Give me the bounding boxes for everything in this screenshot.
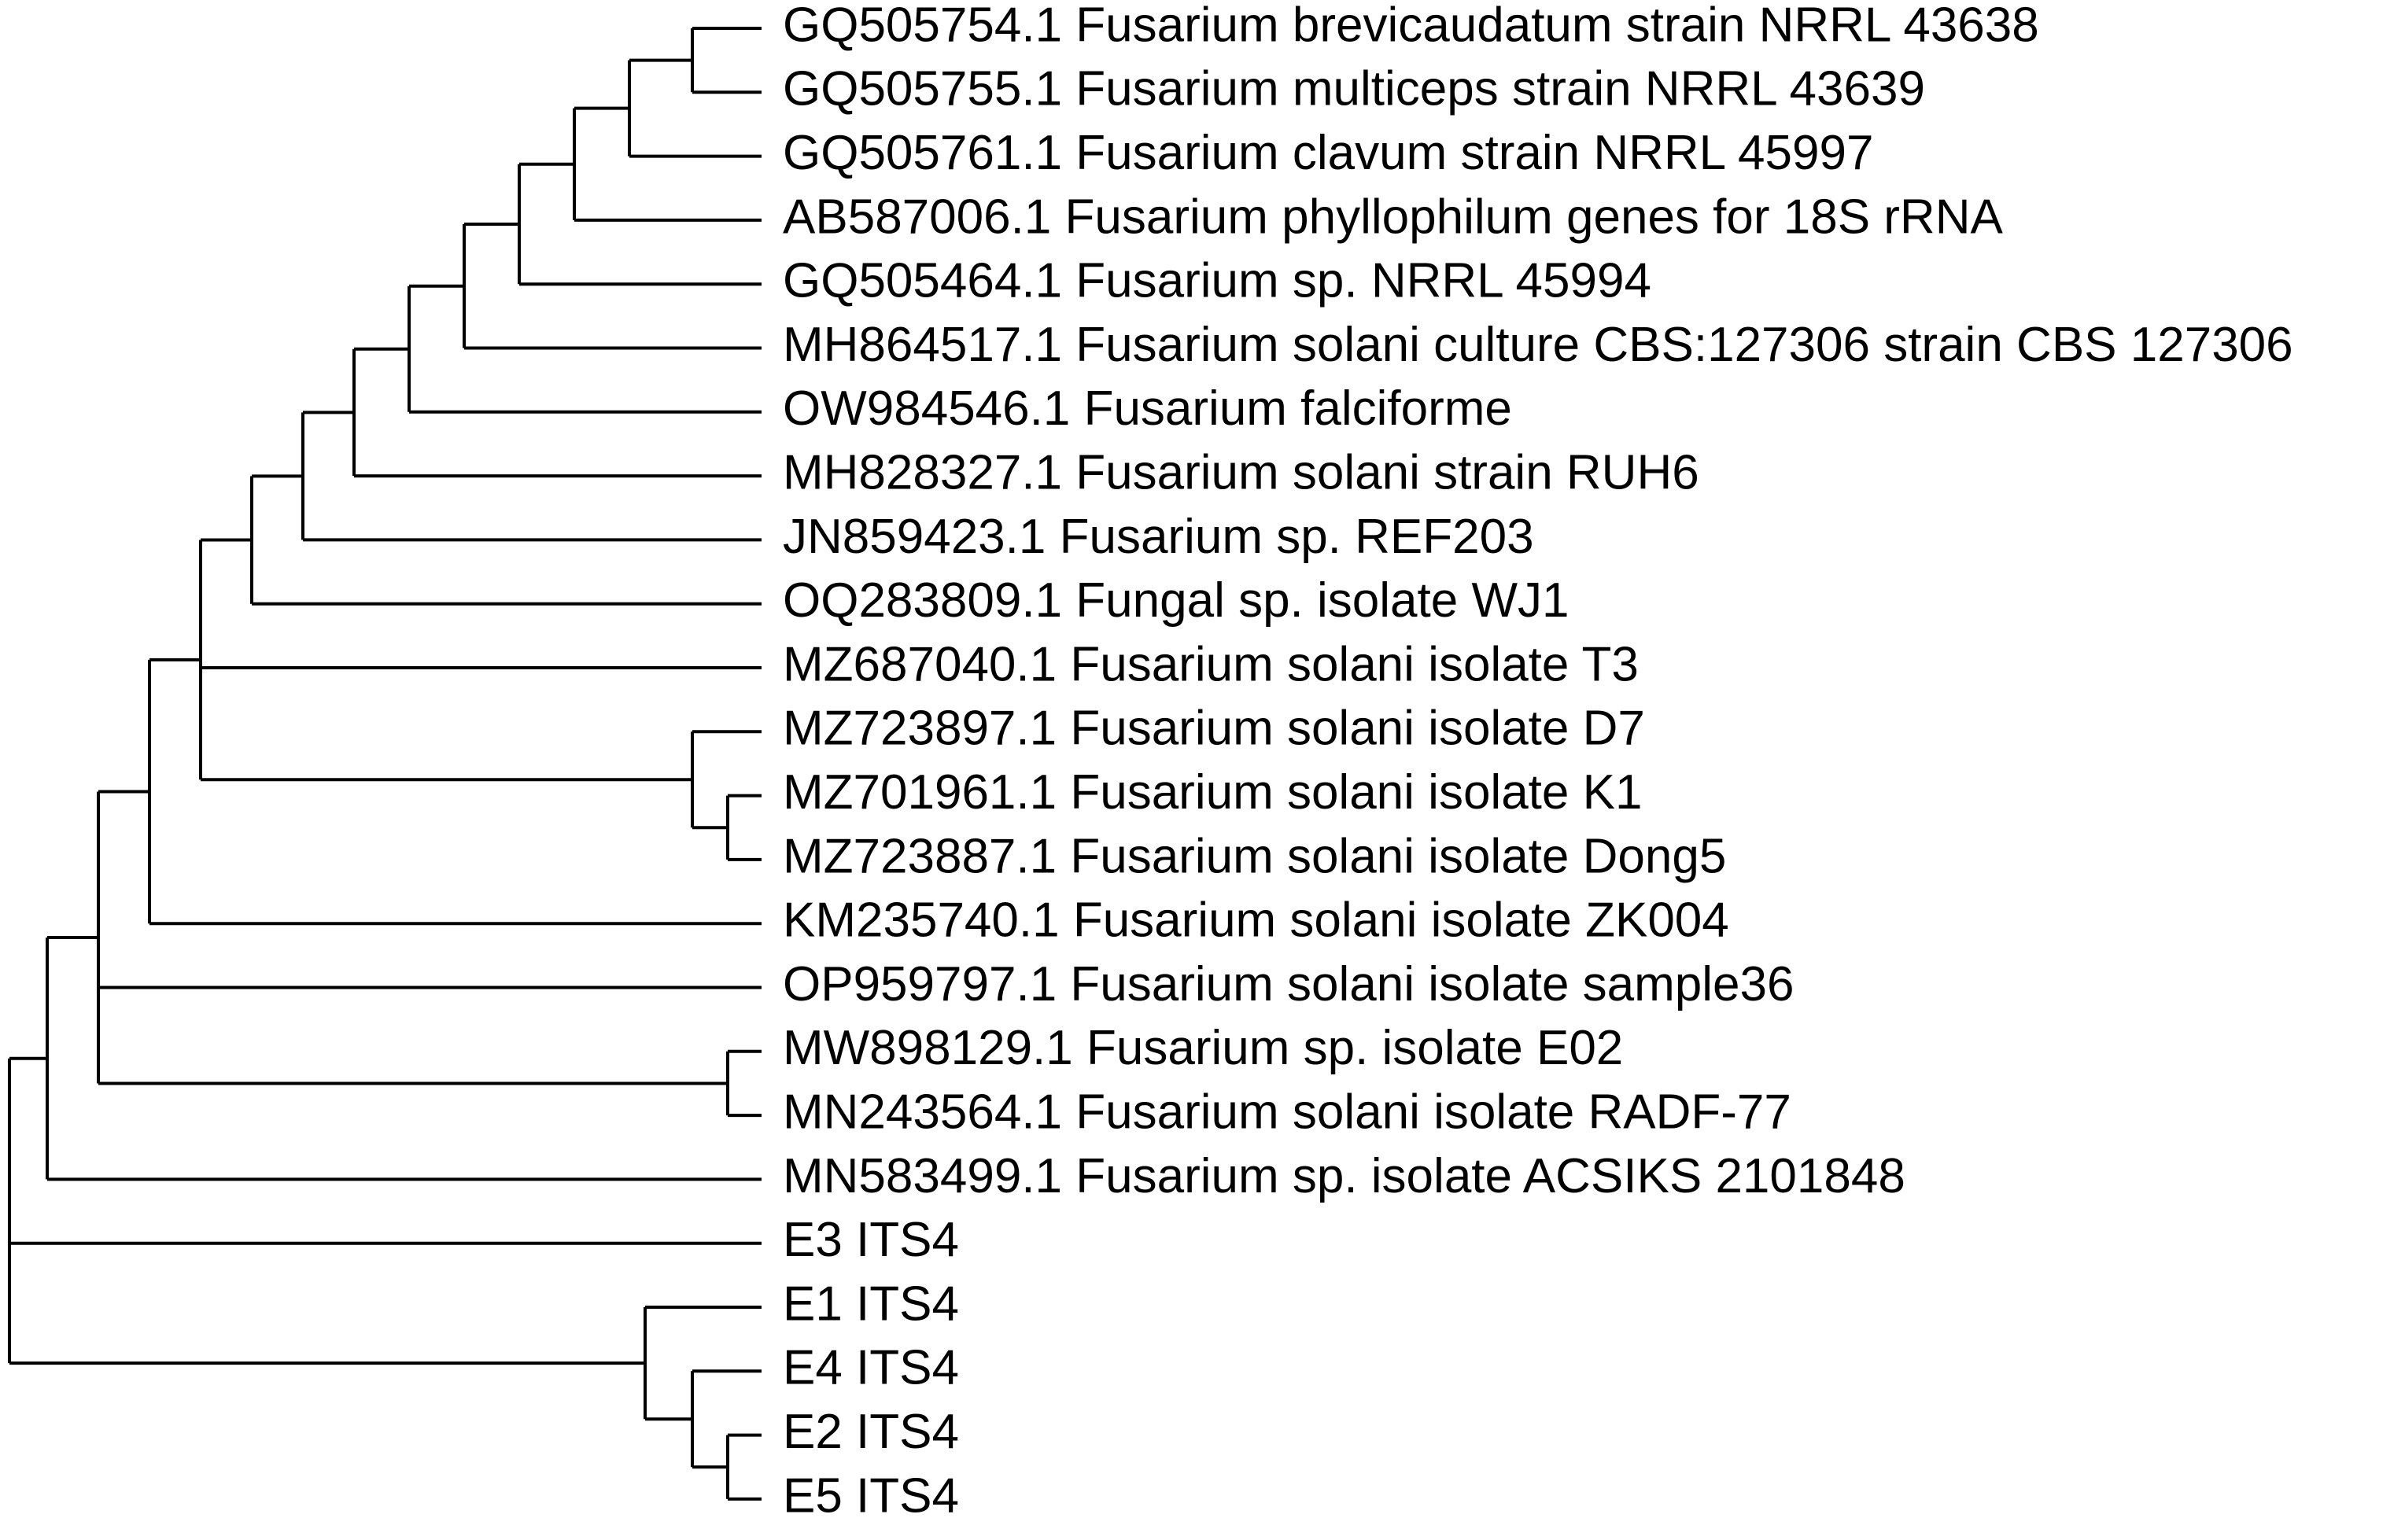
taxon-label: E5 ITS4 [783, 1468, 959, 1523]
taxon-label: JN859423.1 Fusarium sp. REF203 [783, 510, 1534, 564]
taxon-label: E4 ITS4 [783, 1341, 959, 1395]
taxon-label: MN243564.1 Fusarium solani isolate RADF-… [783, 1085, 1791, 1139]
taxon-label: AB587006.1 Fusarium phyllophilum genes f… [783, 190, 2003, 244]
taxon-label: OP959797.1 Fusarium solani isolate sampl… [783, 957, 1795, 1011]
taxon-label: GQ505755.1 Fusarium multiceps strain NRR… [783, 62, 1925, 116]
taxon-label: OW984546.1 Fusarium falciforme [783, 381, 1512, 436]
taxon-label-layer: GQ505754.1 Fusarium brevicaudatum strain… [783, 0, 2293, 1523]
taxon-label: MH864517.1 Fusarium solani culture CBS:1… [783, 318, 2293, 372]
taxon-label: MZ701961.1 Fusarium solani isolate K1 [783, 765, 1642, 820]
taxon-label: MH828327.1 Fusarium solani strain RUH6 [783, 445, 1699, 499]
taxon-label: GQ505464.1 Fusarium sp. NRRL 45994 [783, 254, 1651, 308]
branch-layer [8, 27, 762, 1501]
taxon-label: MN583499.1 Fusarium sp. isolate ACSIKS 2… [783, 1149, 1905, 1203]
taxon-label: GQ505754.1 Fusarium brevicaudatum strain… [783, 0, 2039, 52]
taxon-label: MZ687040.1 Fusarium solani isolate T3 [783, 637, 1639, 691]
taxon-label: MZ723897.1 Fusarium solani isolate D7 [783, 702, 1645, 756]
taxon-label: E3 ITS4 [783, 1213, 959, 1267]
taxon-label: MZ723887.1 Fusarium solani isolate Dong5 [783, 829, 1726, 883]
taxon-label: E2 ITS4 [783, 1405, 959, 1459]
taxon-label: KM235740.1 Fusarium solani isolate ZK004 [783, 893, 1729, 948]
taxon-label: MW898129.1 Fusarium sp. isolate E02 [783, 1021, 1623, 1075]
taxon-label: E1 ITS4 [783, 1277, 959, 1331]
taxon-label: OQ283809.1 Fungal sp. isolate WJ1 [783, 573, 1569, 628]
taxon-label: GQ505761.1 Fusarium clavum strain NRRL 4… [783, 126, 1873, 180]
